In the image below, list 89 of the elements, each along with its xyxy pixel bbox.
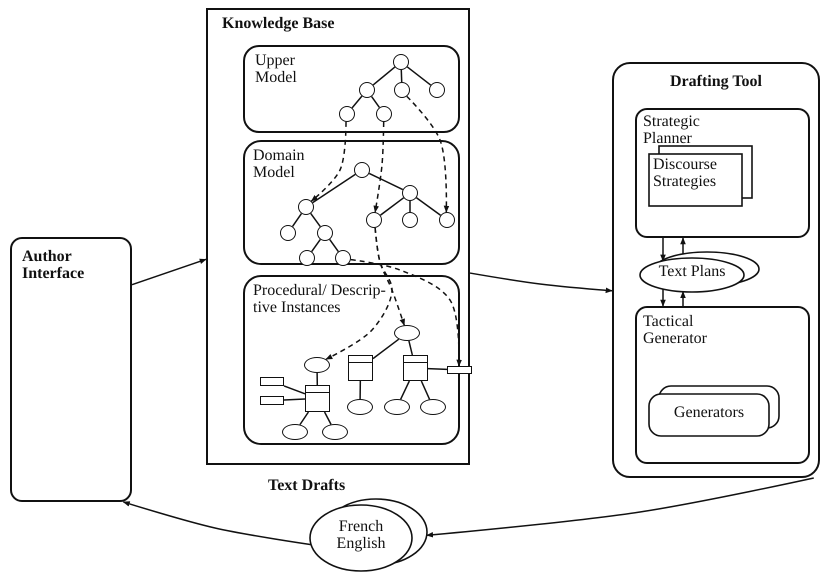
connector-line (292, 213, 302, 227)
instance-box (348, 355, 373, 381)
connector-line (372, 338, 400, 360)
connector-line (352, 96, 362, 108)
node-label: Domain Model (253, 148, 306, 182)
arrow (310, 122, 347, 202)
connector-line (406, 66, 432, 86)
instance-ellipse (420, 399, 446, 415)
node-label: Upper Model (255, 53, 298, 87)
connector-line (359, 380, 362, 399)
arrow (132, 258, 207, 286)
connector-line (428, 368, 448, 370)
instance-ellipse (304, 357, 330, 373)
node-label: Tactical Generator (643, 314, 708, 348)
arrow (470, 272, 613, 294)
arrow (325, 228, 393, 360)
attribute-bar (260, 396, 284, 405)
concept-circle (402, 212, 418, 228)
instance-box (403, 355, 428, 381)
concept-circle (402, 185, 418, 201)
model-box (243, 140, 460, 265)
arrow (426, 477, 814, 538)
connector-line (312, 174, 356, 204)
instance-ellipse (347, 399, 373, 415)
arrow (122, 501, 312, 546)
arrow (680, 291, 686, 306)
concept-circle (298, 199, 314, 215)
concept-circle (280, 225, 296, 241)
node-label: Generators (672, 405, 746, 422)
concept-circle (394, 82, 410, 98)
connector-line (380, 197, 404, 216)
attribute-bar (447, 366, 472, 374)
node-label: Discourse Strategies (653, 157, 718, 191)
concept-circle (429, 82, 445, 98)
connector-line (409, 201, 411, 212)
connector-line (284, 385, 306, 395)
stacked-rounded-box (648, 385, 780, 437)
connector-line (400, 70, 402, 82)
node-label: Text Plans (658, 264, 726, 281)
model-box (243, 45, 460, 133)
arrow (406, 96, 450, 213)
concept-circle (339, 106, 355, 122)
concept-circle (359, 82, 375, 98)
connector-line (311, 239, 321, 252)
concept-circle (354, 162, 370, 178)
node-label: Procedural/ Descrip- tive Instances (253, 283, 387, 317)
instance-ellipse (394, 325, 420, 341)
node-label: Author Interface (22, 249, 86, 283)
connector-line (316, 372, 318, 386)
node-label: Knowledge Base (222, 16, 336, 33)
node-label: French English (336, 519, 386, 553)
connector-line (310, 213, 321, 227)
component-box (635, 306, 810, 464)
instance-ellipse (384, 399, 410, 415)
arrow (373, 122, 384, 213)
connector-line (372, 66, 396, 86)
component-box (635, 108, 810, 238)
arrow (660, 289, 666, 307)
connector-line (400, 380, 410, 400)
concept-circle (393, 54, 409, 70)
instance-box (305, 385, 330, 412)
container-box (206, 8, 470, 465)
module-box (10, 237, 132, 502)
connector-line (284, 398, 306, 401)
node-caption: Text Drafts (268, 477, 346, 495)
stacked-ellipse (308, 497, 428, 573)
connector-line (329, 239, 339, 252)
arrow (660, 238, 666, 262)
connector-line (299, 412, 310, 426)
concept-circle (335, 250, 351, 266)
concept-circle (299, 250, 315, 266)
node-label: Strategic Planner (643, 114, 701, 148)
connector-line (416, 197, 441, 216)
stacked-document-box (648, 145, 753, 207)
concept-circle (317, 225, 333, 241)
concept-circle (439, 212, 455, 228)
connector-line (368, 172, 404, 190)
concept-circle (366, 212, 382, 228)
container-box (612, 62, 820, 478)
instance-ellipse (322, 424, 348, 440)
instance-ellipse (282, 424, 308, 440)
connector-line (420, 380, 430, 400)
connector-line (324, 412, 332, 425)
node-label: Drafting Tool (668, 74, 763, 91)
stacked-ellipse (638, 250, 760, 294)
connector-line (371, 96, 380, 108)
attribute-bar (260, 377, 284, 386)
connector-line (408, 340, 414, 356)
concept-circle (376, 106, 392, 122)
